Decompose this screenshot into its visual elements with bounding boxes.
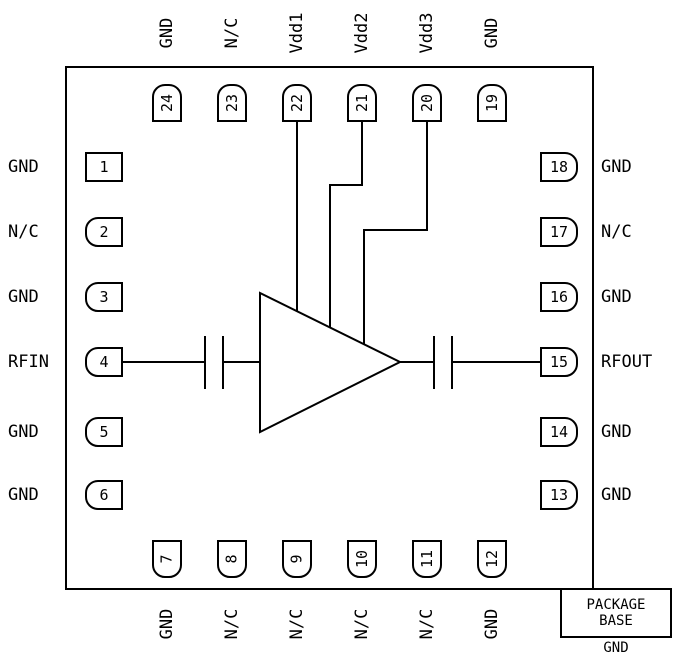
pin-1: 1 (85, 152, 123, 182)
pin-16-label: GND (601, 287, 632, 307)
pin-16-number: 16 (549, 288, 569, 306)
pin-3: 3 (85, 282, 123, 312)
package-outline (65, 66, 594, 590)
pin-13: 13 (540, 480, 578, 510)
pin-8-label: N/C (222, 608, 242, 640)
pin-20: 20 (412, 84, 442, 122)
pin-19-number: 19 (483, 93, 501, 113)
package-base-box: PACKAGE BASE (560, 588, 672, 638)
pin-9-label: N/C (287, 608, 307, 640)
pin-5-label: GND (8, 422, 39, 442)
pin-7: 7 (152, 540, 182, 578)
pin-6-label: GND (8, 485, 39, 505)
pin-7-number: 7 (158, 554, 176, 564)
pin-2-label: N/C (8, 222, 39, 242)
pin-22: 22 (282, 84, 312, 122)
pin-15-label: RFOUT (601, 352, 653, 372)
pin-7-label: GND (157, 608, 177, 640)
pin-14-number: 14 (549, 423, 569, 441)
pin-2-number: 2 (99, 223, 109, 241)
pin-23-number: 23 (223, 93, 241, 113)
pin-6: 6 (85, 480, 123, 510)
pin-23-label: N/C (222, 17, 242, 49)
input-capacitor-symbol (204, 336, 224, 389)
pin-11-number: 11 (418, 549, 436, 569)
pin-19: 19 (477, 84, 507, 122)
pin-13-label: GND (601, 485, 632, 505)
pin-24: 24 (152, 84, 182, 122)
pin-4-number: 4 (99, 353, 109, 371)
pin-12-number: 12 (483, 549, 501, 569)
pin-12: 12 (477, 540, 507, 578)
pin-17: 17 (540, 217, 578, 247)
pin-14: 14 (540, 417, 578, 447)
pin-18-label: GND (601, 157, 632, 177)
pin-18: 18 (540, 152, 578, 182)
pin-5-number: 5 (99, 423, 109, 441)
output-capacitor-symbol (433, 336, 453, 389)
pin-8: 8 (217, 540, 247, 578)
pin-22-number: 22 (288, 93, 306, 113)
package-base-gnd-label: GND (603, 640, 629, 656)
pin-20-number: 20 (418, 93, 436, 113)
pin-15: 15 (540, 347, 578, 377)
pin-4: 4 (85, 347, 123, 377)
pin-19-label: GND (482, 17, 502, 49)
package-base-label-line2: BASE (599, 613, 633, 629)
pin-3-number: 3 (99, 288, 109, 306)
pin-20-label: Vdd3 (417, 12, 437, 54)
pin-21: 21 (347, 84, 377, 122)
pin-3-label: GND (8, 287, 39, 307)
pin-24-label: GND (157, 17, 177, 49)
pin-17-number: 17 (549, 223, 569, 241)
pin-2: 2 (85, 217, 123, 247)
pin-16: 16 (540, 282, 578, 312)
vdd2-wire (329, 122, 363, 328)
pin-22-label: Vdd1 (287, 12, 307, 54)
pin-8-number: 8 (223, 554, 241, 564)
pin-21-number: 21 (353, 93, 371, 113)
pin-10-label: N/C (352, 608, 372, 640)
pin-6-number: 6 (99, 486, 109, 504)
pin-23: 23 (217, 84, 247, 122)
pin-10-number: 10 (353, 549, 371, 569)
pin-5: 5 (85, 417, 123, 447)
pin-10: 10 (347, 540, 377, 578)
pin-11: 11 (412, 540, 442, 578)
pin-21-label: Vdd2 (352, 12, 372, 54)
pin-17-label: N/C (601, 222, 632, 242)
vdd3-wire (363, 122, 428, 344)
pin-9: 9 (282, 540, 312, 578)
pin-11-label: N/C (417, 608, 437, 640)
pin-1-label: GND (8, 157, 39, 177)
pin-12-label: GND (482, 608, 502, 640)
pin-4-label: RFIN (8, 352, 49, 372)
pin-15-number: 15 (549, 353, 569, 371)
package-base-label-line1: PACKAGE (586, 597, 646, 613)
pin-9-number: 9 (288, 554, 306, 564)
pin-24-number: 24 (158, 93, 176, 113)
pin-14-label: GND (601, 422, 632, 442)
pin-1-number: 1 (99, 158, 109, 176)
pin-18-number: 18 (549, 158, 569, 176)
pin-13-number: 13 (549, 486, 569, 504)
